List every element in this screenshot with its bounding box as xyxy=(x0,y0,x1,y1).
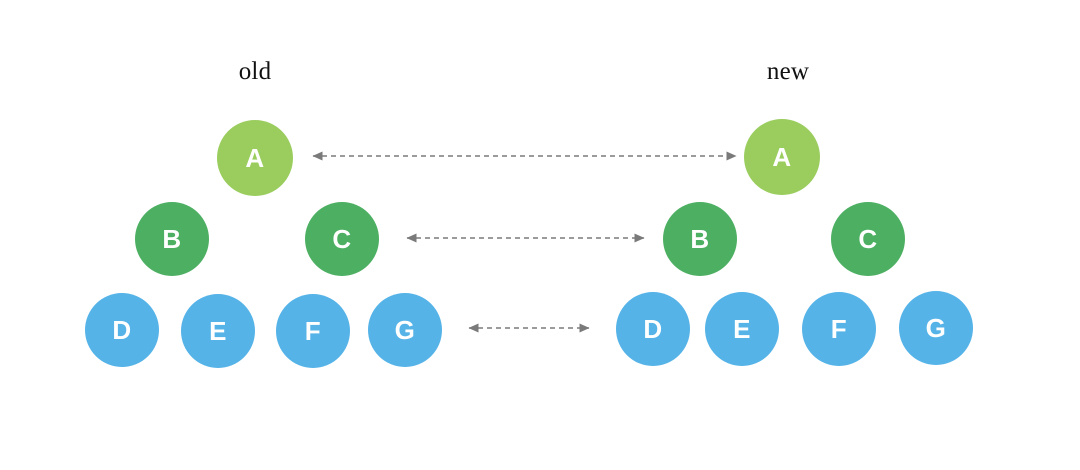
arrow-level-2 xyxy=(468,323,590,333)
node-old-f[interactable]: F xyxy=(276,294,350,368)
node-old-d[interactable]: D xyxy=(85,293,159,367)
node-label-old-b: B xyxy=(162,224,182,254)
arrow-level-0 xyxy=(312,151,737,161)
node-new-d[interactable]: D xyxy=(616,292,690,366)
node-new-f[interactable]: F xyxy=(802,292,876,366)
node-label-new-c: C xyxy=(858,224,878,254)
node-old-a[interactable]: A xyxy=(217,120,293,196)
node-old-c[interactable]: C xyxy=(305,202,379,276)
node-label-new-a: A xyxy=(772,142,792,172)
node-old-e[interactable]: E xyxy=(181,294,255,368)
tree-caption-new: new xyxy=(766,58,810,85)
node-label-new-b: B xyxy=(690,224,710,254)
node-label-old-e: E xyxy=(209,316,227,346)
node-label-old-d: D xyxy=(112,315,132,345)
node-new-g[interactable]: G xyxy=(899,291,973,365)
node-label-old-f: F xyxy=(304,316,322,346)
node-label-new-f: F xyxy=(830,314,848,344)
node-new-b[interactable]: B xyxy=(663,202,737,276)
node-new-a[interactable]: A xyxy=(744,119,820,195)
node-old-g[interactable]: G xyxy=(368,293,442,367)
node-old-b[interactable]: B xyxy=(135,202,209,276)
arrow-level-1 xyxy=(406,233,645,243)
node-label-new-d: D xyxy=(643,314,663,344)
node-label-old-g: G xyxy=(394,315,416,345)
node-label-new-g: G xyxy=(925,313,947,343)
node-new-c[interactable]: C xyxy=(831,202,905,276)
node-label-old-c: C xyxy=(332,224,352,254)
tree-caption-old: old xyxy=(238,58,272,85)
node-new-e[interactable]: E xyxy=(705,292,779,366)
node-label-new-e: E xyxy=(733,314,751,344)
node-label-old-a: A xyxy=(245,143,265,173)
